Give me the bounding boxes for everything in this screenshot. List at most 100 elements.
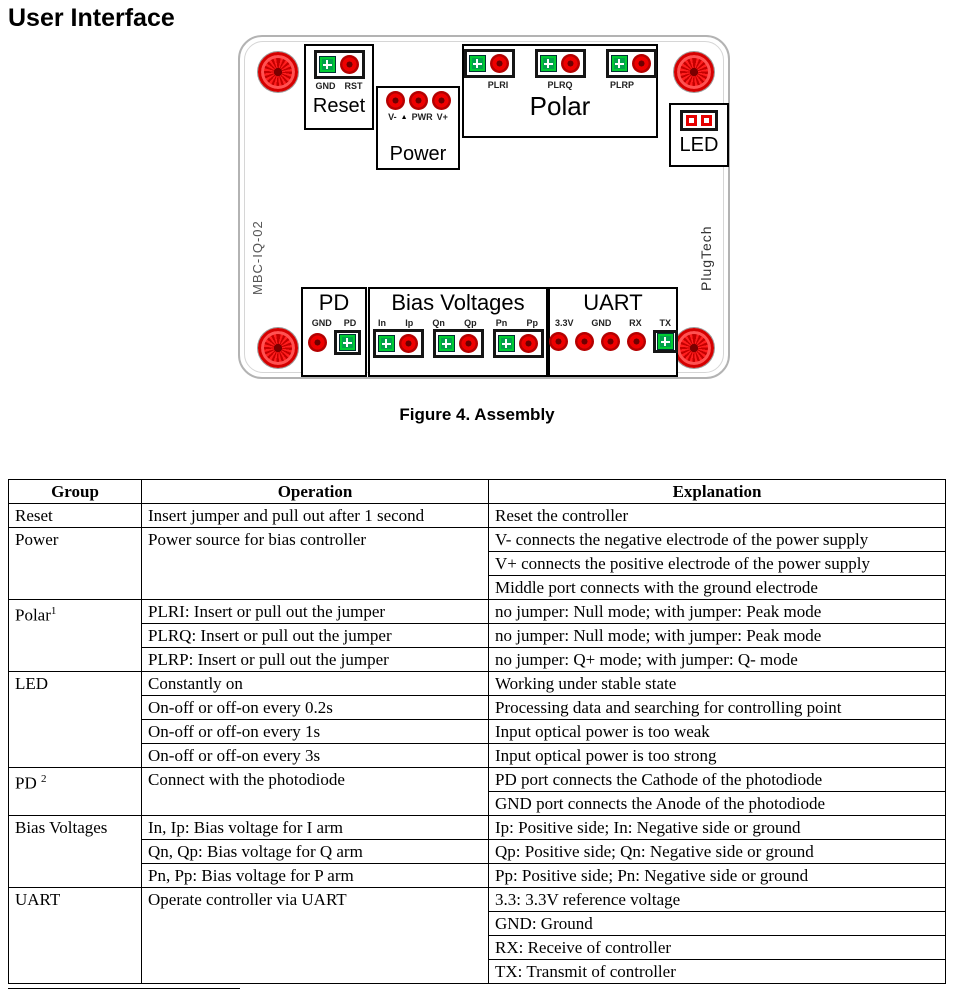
pin-label: Ip <box>405 318 414 329</box>
explanation-cell: GND: Ground <box>488 911 946 936</box>
operation-cell: In, Ip: Bias voltage for I arm <box>141 815 489 840</box>
pin-label: TX <box>659 318 671 329</box>
group-name-cell: Bias Voltages <box>8 815 142 888</box>
explanation-cell: Input optical power is too strong <box>488 743 946 768</box>
group-name: Reset <box>15 506 53 525</box>
operation-cell: PLRP: Insert or pull out the jumper <box>141 647 489 672</box>
pin-label: V- <box>388 112 397 122</box>
operation-cell: Pn, Pp: Bias voltage for P arm <box>141 863 489 888</box>
green-socket-icon <box>497 335 515 353</box>
red-pin-icon <box>600 332 620 352</box>
pin-label: PD <box>343 318 357 329</box>
green-socket-icon <box>468 55 486 72</box>
led-group-title: LED <box>679 134 719 156</box>
pin-label: V+ <box>436 112 448 122</box>
reset-jumper-housing <box>313 50 365 79</box>
polar-ports <box>463 49 657 78</box>
col-header-group: Group <box>8 479 142 504</box>
table-row: Qn, Qp: Bias voltage for Q arm Qp: Posit… <box>9 839 946 864</box>
green-socket-icon <box>437 335 455 353</box>
explanation-cell: Ip: Positive side; In: Negative side or … <box>488 815 946 840</box>
explanation-cell: Middle port connects with the ground ele… <box>488 575 946 600</box>
uart-socket-housing <box>652 330 678 354</box>
led-group: LED <box>669 103 729 167</box>
red-pin-icon <box>548 332 568 352</box>
explanation-cell: no jumper: Null mode; with jumper: Peak … <box>488 623 946 648</box>
pin-label: In <box>378 318 386 329</box>
pd-group-title: PD <box>318 290 350 315</box>
red-pin-icon <box>408 91 428 110</box>
table-row: PD 2 Connect with the photodiode PD port… <box>8 767 946 816</box>
led-icon <box>686 115 697 126</box>
power-group: V- ▲ PWR V+ Power <box>376 86 460 170</box>
uart-group-title: UART <box>583 290 643 315</box>
pd-pin-labels: GND PD <box>312 318 357 328</box>
footnote-rule <box>8 988 240 989</box>
power-pin-labels: V- ▲ PWR V+ <box>388 112 448 122</box>
green-socket-icon <box>610 55 628 72</box>
operation-cell: On-off or off-on every 0.2s <box>141 695 489 720</box>
operation-cell: On-off or off-on every 3s <box>141 743 489 768</box>
pin1-marker-icon: ▲ <box>400 114 408 121</box>
group-name-cell: PD 2 <box>8 767 142 816</box>
mounting-screw-icon <box>258 328 298 368</box>
pd-socket-housing <box>333 330 361 356</box>
page-title: User Interface <box>8 4 175 32</box>
polar-group-title: Polar <box>529 91 591 121</box>
col-header-operation: Operation <box>141 479 489 504</box>
mounting-screw-icon <box>674 52 714 92</box>
mounting-screw-icon <box>674 328 714 368</box>
operation-cell: On-off or off-on every 1s <box>141 719 489 744</box>
reset-group-title: Reset <box>312 95 366 117</box>
red-pin-icon <box>431 91 451 110</box>
explanation-cell: V+ connects the positive electrode of th… <box>488 551 946 576</box>
red-pin-icon <box>560 54 580 73</box>
assembly-figure: MBC-IQ-02 PlugTech GND RST Reset V- ▲ <box>0 33 954 473</box>
group-name: LED <box>15 674 49 693</box>
footnote-marker: 1 <box>50 605 57 617</box>
operation-cell: PLRI: Insert or pull out the jumper <box>141 599 489 624</box>
polar-pin-labels: PLRI PLRQ PLRP <box>467 80 653 90</box>
figure-caption: Figure 4. Assembly <box>399 405 555 424</box>
power-group-title: Power <box>389 143 447 165</box>
pcb-board: MBC-IQ-02 PlugTech GND RST Reset V- ▲ <box>238 35 730 379</box>
group-name: Polar <box>15 605 51 625</box>
table-row: Middle port connects with the ground ele… <box>9 575 946 600</box>
pin-label: RX <box>629 318 642 329</box>
uart-pin-labels: 3.3V GND RX TX <box>555 318 671 328</box>
pin-label: Qn <box>432 318 445 329</box>
group-name-cell: UART <box>8 887 142 984</box>
uart-ports <box>548 330 678 354</box>
table-row: On-off or off-on every 1s Input optical … <box>9 719 946 744</box>
table-row: UART Operate controller via UART 3.3: 3.… <box>8 887 946 984</box>
table-row: PLRP: Insert or pull out the jumper no j… <box>9 647 946 672</box>
table-row: TX: Transmit of controller <box>9 959 946 984</box>
operation-cell: Operate controller via UART <box>141 887 489 984</box>
mounting-screw-icon <box>258 52 298 92</box>
pin-label: PWR <box>411 112 433 122</box>
group-name-cell: LED <box>8 671 142 768</box>
polar-jumper-housing <box>463 49 515 78</box>
pin-label: 3.3V <box>555 318 574 329</box>
explanation-cell: GND port connects the Anode of the photo… <box>488 791 946 816</box>
red-pin-icon <box>458 334 478 354</box>
col-header-explanation: Explanation <box>488 479 946 504</box>
table-row: On-off or off-on every 3s Input optical … <box>9 743 946 768</box>
explanation-cell: Working under stable state <box>488 671 946 696</box>
pd-group: PD GND PD <box>301 287 367 377</box>
explanation-cell: Input optical power is too weak <box>488 719 946 744</box>
explanation-cell: RX: Receive of controller <box>488 935 946 960</box>
table-row: Bias Voltages In, Ip: Bias voltage for I… <box>8 815 946 888</box>
red-pin-icon <box>574 332 594 352</box>
reset-group: GND RST Reset <box>304 44 374 130</box>
pin-label: Pp <box>526 318 538 329</box>
explanation-cell: no jumper: Null mode; with jumper: Peak … <box>488 599 946 624</box>
bias-jumper-housing <box>432 329 484 359</box>
explanation-cell: 3.3: 3.3V reference voltage <box>488 887 946 912</box>
group-name: UART <box>15 890 61 909</box>
explanation-cell: Pp: Positive side; Pn: Negative side or … <box>488 863 946 888</box>
led-housing <box>680 110 718 131</box>
power-ports <box>385 91 451 110</box>
pin-label: Pn <box>495 318 508 329</box>
explanation-cell: Reset the controller <box>488 503 946 528</box>
